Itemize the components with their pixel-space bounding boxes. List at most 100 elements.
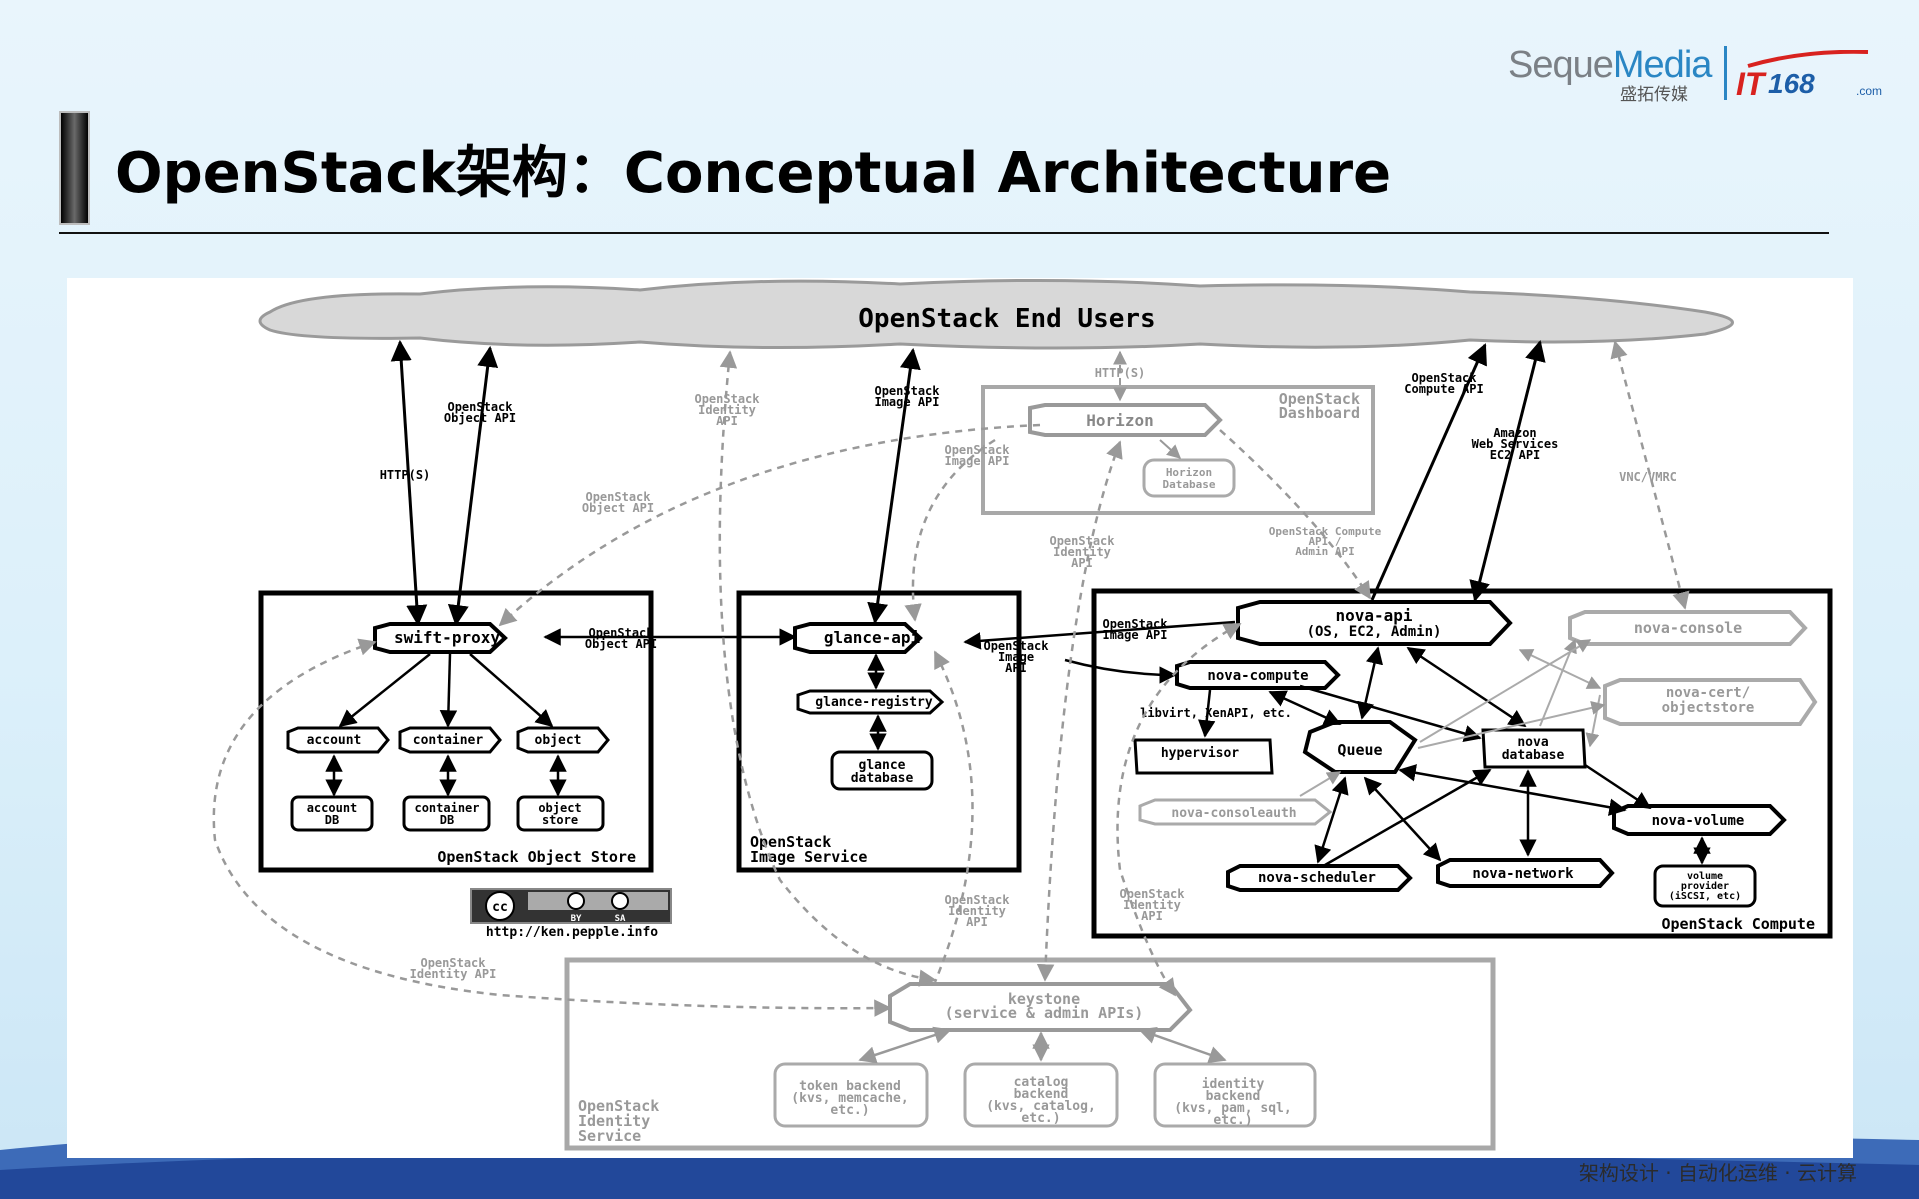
- page-title: OpenStack架构：Conceptual Architecture: [115, 141, 1392, 206]
- identity-title-2: Identity: [578, 1112, 650, 1130]
- label-identity-api-dash-2: Identity: [1053, 545, 1111, 559]
- nova-volume-node: nova-volume: [1652, 813, 1745, 829]
- label-compute-api-top-2: Compute API: [1404, 382, 1483, 396]
- label-image-api-top-2: Image API: [874, 395, 939, 409]
- label-object-api-mid-1: OpenStack: [588, 626, 654, 640]
- company-logo: SequeMedia 盛拓传媒 IT 168 .com: [1508, 44, 1893, 105]
- dashboard-title-1: OpenStack: [1279, 390, 1360, 408]
- label-identity-api-bl-2: Identity API: [410, 967, 497, 981]
- nova-cert-2: objectstore: [1662, 700, 1755, 716]
- label-image-api-mid-3: API: [1005, 661, 1027, 675]
- glance-api-node: glance-api: [824, 628, 921, 647]
- end-users-cloud: OpenStack End Users: [258, 278, 1734, 350]
- object-node: object: [535, 733, 582, 748]
- nova-network-node: nova-network: [1472, 866, 1574, 882]
- title-divider: [59, 232, 1829, 234]
- label-identity-api-dash-1: OpenStack: [1049, 534, 1115, 548]
- label-identity-api-bm-2: Identity: [948, 904, 1006, 918]
- label-identity-api-bl-1: OpenStack: [420, 956, 486, 970]
- label-ec2-api-2: Web Services: [1472, 437, 1559, 451]
- token-backend-3: etc.): [830, 1103, 869, 1118]
- footer-tagline: 架构设计 · 自动化运维 · 云计算: [1578, 1161, 1857, 1185]
- title-accent-bar: [59, 111, 90, 225]
- glance-registry-node: glance-registry: [815, 695, 933, 710]
- identity-title-3: Service: [578, 1127, 641, 1145]
- share-alike-icon: [611, 892, 629, 910]
- nova-console-node: nova-console: [1634, 619, 1742, 637]
- compute-box: nova-api (OS, EC2, Admin) nova-compute l…: [1091, 588, 1833, 939]
- label-identity-api-br-1: OpenStack: [1119, 887, 1185, 901]
- cc-sa-text: SA: [615, 914, 626, 924]
- volume-provider-2: provider: [1681, 880, 1729, 892]
- logo-168-text: 168: [1768, 68, 1815, 99]
- label-ec2-api-1: Amazon: [1493, 426, 1536, 440]
- glance-db-2: database: [851, 771, 914, 786]
- label-ec2-api-3: EC2 API: [1490, 448, 1541, 462]
- label-compute-admin-api-3: Admin API: [1295, 545, 1355, 558]
- keystone-node-2: (service & admin APIs): [945, 1004, 1144, 1022]
- catalog-backend-2: backend: [1014, 1087, 1069, 1102]
- label-object-api-top-1: OpenStack: [447, 400, 513, 414]
- object-store-title: OpenStack Object Store: [437, 848, 636, 866]
- logo-divider: [1724, 46, 1727, 100]
- label-image-api-right-2: Image API: [1102, 628, 1167, 642]
- account-db-2: DB: [325, 813, 339, 827]
- keystone-node-1: keystone: [1008, 990, 1080, 1008]
- attribution-icon: [567, 892, 585, 910]
- dashboard-title-2: Dashboard: [1279, 404, 1360, 422]
- label-identity-api-dash-3: API: [1071, 556, 1093, 570]
- cc-by-text: BY: [571, 914, 582, 924]
- queue-node: Queue: [1337, 741, 1382, 759]
- label-image-api-top-1: OpenStack: [874, 384, 940, 398]
- label-identity-api-br-3: API: [1141, 909, 1163, 923]
- license-url: http://ken.pepple.info: [486, 925, 658, 940]
- image-service-box: glance-api glance-registry glance databa…: [736, 590, 1022, 873]
- label-identity-api-br-2: Identity: [1123, 898, 1181, 912]
- nova-cert-1: nova-cert/: [1666, 685, 1750, 701]
- label-identity-api-bm-3: API: [966, 915, 988, 929]
- compute-title: OpenStack Compute: [1661, 915, 1815, 933]
- label-object-api-dash-2: Object API: [582, 501, 654, 515]
- identity-backend-2: backend: [1206, 1089, 1261, 1104]
- identity-backend-1: identity: [1202, 1077, 1265, 1092]
- label-https-left: HTTP(S): [380, 468, 431, 482]
- identity-title-1: OpenStack: [578, 1097, 659, 1115]
- nova-db-1: nova: [1517, 735, 1548, 750]
- logo-chinese-text: 盛拓传媒: [1620, 85, 1688, 105]
- label-image-api-mid-1: OpenStack: [983, 639, 1049, 653]
- horizon-db-1: Horizon: [1166, 466, 1212, 479]
- logo-swoosh-icon: [1747, 50, 1869, 68]
- architecture-diagram: OpenStack End Users OpenStack Dashboard …: [212, 278, 1833, 1151]
- token-backend-2: (kvs, memcache,: [791, 1091, 908, 1106]
- catalog-backend-4: etc.): [1021, 1111, 1060, 1126]
- identity-backend-3: (kvs, pam, sql,: [1174, 1101, 1291, 1116]
- horizon-db-2: Database: [1163, 478, 1216, 491]
- logo-seque-text: SequeMedia: [1508, 44, 1712, 86]
- logo-it-text: IT: [1736, 66, 1765, 102]
- nova-api-node-2: (OS, EC2, Admin): [1307, 624, 1442, 640]
- token-backend-1: token backend: [799, 1079, 901, 1094]
- catalog-backend-1: catalog: [1014, 1075, 1069, 1090]
- end-users-label: OpenStack End Users: [858, 304, 1155, 334]
- nova-scheduler-node: nova-scheduler: [1258, 870, 1376, 886]
- volume-provider-3: (iSCSI, etc): [1669, 890, 1741, 902]
- nova-compute-node: nova-compute: [1207, 668, 1308, 684]
- identity-service-box: keystone (service & admin APIs) token ba…: [564, 957, 1496, 1151]
- nova-api-node-1: nova-api: [1335, 606, 1412, 625]
- object-store-db-2: store: [542, 813, 578, 827]
- label-object-api-top-2: Object API: [444, 411, 516, 425]
- libvirt-label: libvirt, XenAPI, etc.: [1140, 706, 1292, 720]
- horizon-node: Horizon: [1086, 411, 1153, 430]
- cc-icon-text: cc: [492, 900, 508, 915]
- label-compute-admin-api-1: OpenStack Compute: [1269, 525, 1382, 538]
- label-compute-admin-api-2: API /: [1308, 535, 1341, 548]
- account-db-1: account: [307, 801, 358, 815]
- label-https-dash: HTTP(S): [1095, 366, 1146, 380]
- identity-backend-4: etc.): [1213, 1113, 1252, 1128]
- container-node: container: [413, 733, 484, 748]
- label-vnc: VNC/VMRC: [1619, 470, 1677, 484]
- label-identity-api-top-3: API: [716, 414, 738, 428]
- label-identity-api-top-2: Identity: [698, 403, 756, 417]
- label-identity-api-bm-1: OpenStack: [944, 893, 1010, 907]
- label-image-api-dash-1: OpenStack: [944, 443, 1010, 457]
